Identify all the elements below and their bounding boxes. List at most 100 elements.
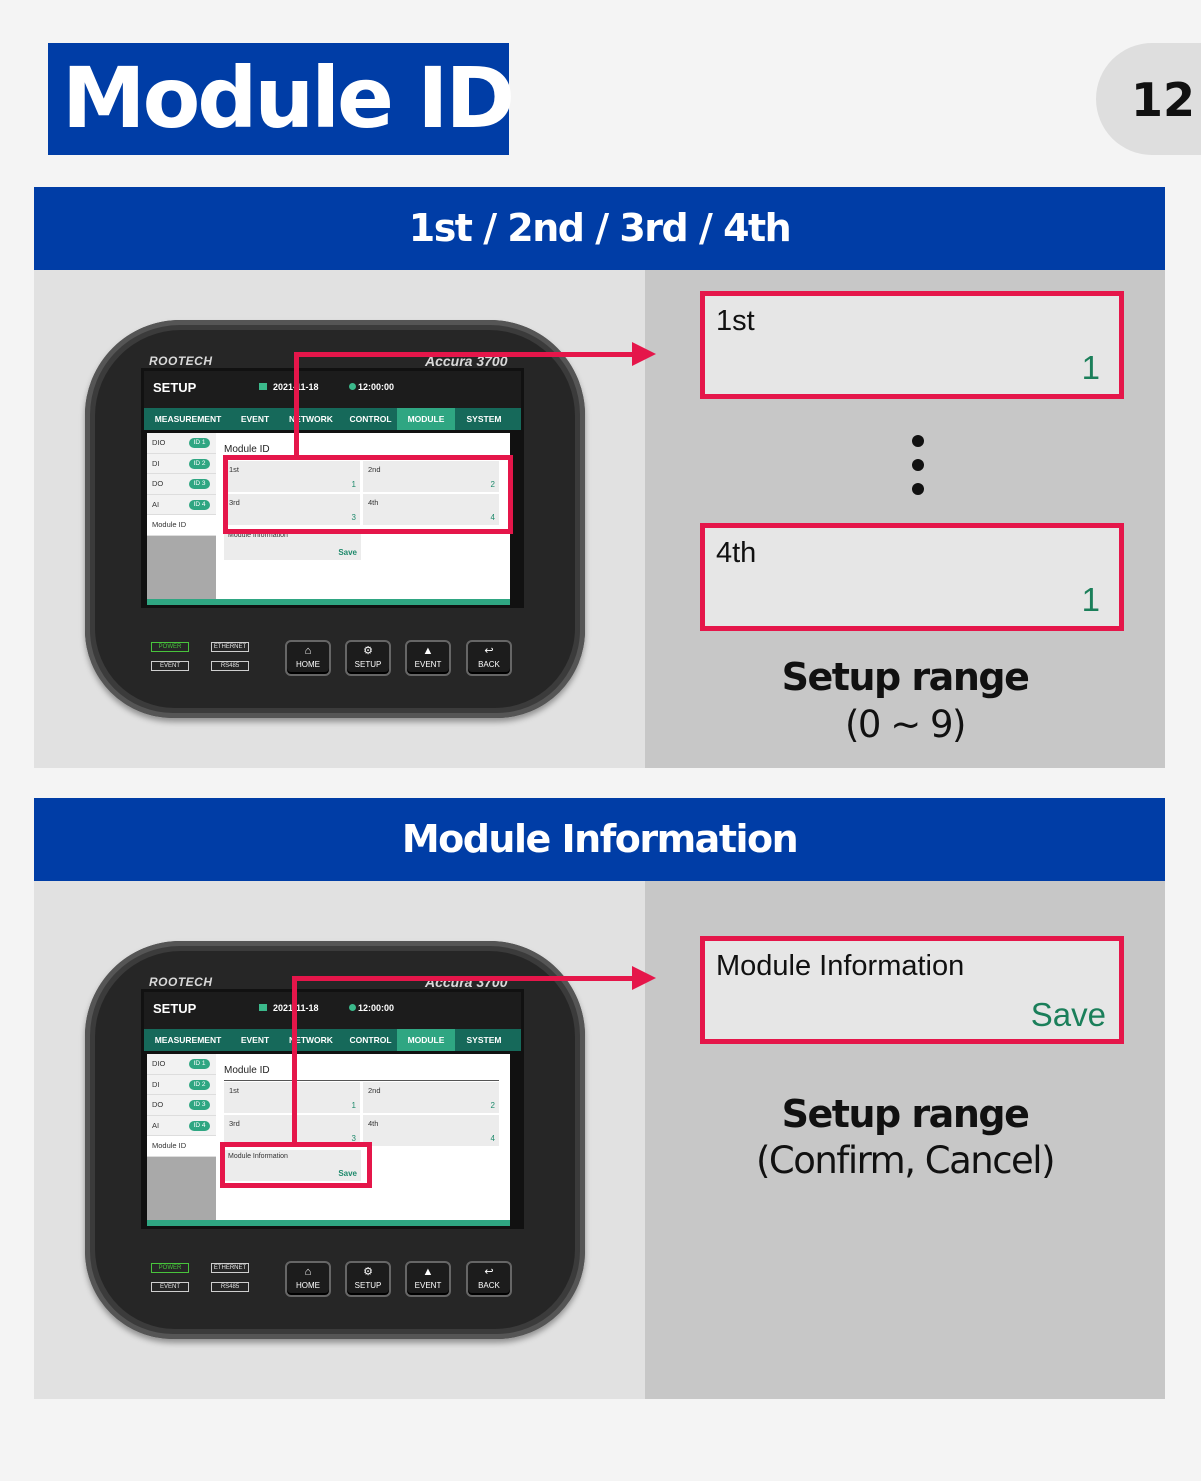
sidebar-item-label: AI xyxy=(152,499,160,509)
meter-device: ROOTECH Accura 3700 SETUP 2021-11-18 12:… xyxy=(85,941,585,1339)
sidebar-item-module-id[interactable]: Module ID xyxy=(147,515,216,536)
button-label: SETUP xyxy=(354,1281,382,1290)
button-label: EVENT xyxy=(414,1281,442,1290)
connector-line xyxy=(294,352,299,458)
button-label: EVENT xyxy=(414,660,442,669)
tab-measurement[interactable]: MEASUREMENT xyxy=(154,1035,222,1045)
sidebar-item-label: DO xyxy=(152,1100,164,1109)
tab-system[interactable]: SYSTEM xyxy=(466,1035,502,1045)
ellipsis-dot xyxy=(912,483,924,495)
screen-date: 2021-11-18 xyxy=(259,382,319,392)
cell-value: 3 xyxy=(351,513,356,522)
sidebar-item-ai[interactable]: AI ID 4 xyxy=(147,494,216,515)
module-id-highlight xyxy=(223,455,513,534)
brand-logo: ROOTECH xyxy=(149,975,213,989)
cell-label: 4th xyxy=(368,1119,379,1128)
page-number: 12 xyxy=(1131,73,1196,127)
screen-header: SETUP 2021-11-18 12:00:00 xyxy=(144,992,521,1029)
connector-line xyxy=(292,976,297,1145)
model-name: Accura 3700 xyxy=(425,353,508,369)
tab-control[interactable]: CONTROL xyxy=(349,1035,392,1045)
cell-value: 2 xyxy=(490,480,495,489)
setup-range-value: (Confirm, Cancel) xyxy=(755,1139,1056,1182)
setup-button[interactable]: ⚙SETUP xyxy=(345,640,391,676)
field-1st[interactable]: 1st 1 xyxy=(700,291,1124,399)
tab-network[interactable]: NETWORK xyxy=(289,1035,333,1045)
save-button[interactable]: Save xyxy=(338,1169,357,1178)
device-screen: SETUP 2021-11-18 12:00:00 MEASUREMENT EV… xyxy=(141,368,524,608)
ethernet-led: ETHERNET xyxy=(211,1263,249,1273)
field-value: 1 xyxy=(1081,349,1100,386)
tab-measurement[interactable]: MEASUREMENT xyxy=(154,414,222,424)
rs485-led: RS485 xyxy=(211,1282,249,1292)
back-button[interactable]: ↩BACK xyxy=(466,640,512,676)
back-button[interactable]: ↩BACK xyxy=(466,1261,512,1297)
save-button[interactable]: Save xyxy=(1030,996,1106,1033)
event-button[interactable]: ▲EVENT xyxy=(405,1261,451,1297)
cell-value: 4 xyxy=(490,513,495,522)
id-badge: ID 4 xyxy=(189,499,210,510)
save-button[interactable]: Save xyxy=(338,548,357,557)
cell-label: 3rd xyxy=(229,1119,240,1128)
sidebar-item-label: Module ID xyxy=(152,1141,187,1150)
id-badge: ID 4 xyxy=(189,1120,210,1131)
tab-event[interactable]: EVENT xyxy=(240,414,270,424)
page-title: Module ID xyxy=(62,49,515,147)
tab-control[interactable]: CONTROL xyxy=(349,414,392,424)
tab-module[interactable]: MODULE xyxy=(397,408,455,430)
setup-range-value: (0 ~ 9) xyxy=(845,703,966,746)
home-icon: ⌂ xyxy=(304,1266,312,1278)
field-4th[interactable]: 4th 1 xyxy=(700,523,1124,631)
cell-value: 1 xyxy=(351,480,356,489)
button-label: HOME xyxy=(296,1281,320,1290)
tab-network[interactable]: NETWORK xyxy=(289,414,333,424)
sidebar-item-label: Module ID xyxy=(152,520,187,529)
event-button[interactable]: ▲EVENT xyxy=(405,640,451,676)
ellipsis-dot xyxy=(912,435,924,447)
title-banner xyxy=(48,43,509,155)
home-button[interactable]: ⌂HOME xyxy=(285,640,331,676)
module-id-heading: Module ID xyxy=(224,1065,270,1076)
screen-tabs: MEASUREMENT EVENT NETWORK CONTROL MODULE… xyxy=(144,408,521,430)
gear-icon: ⚙ xyxy=(363,1266,373,1278)
screen-date: 2021-11-18 xyxy=(259,1003,319,1013)
home-button[interactable]: ⌂ HOME xyxy=(285,1261,331,1297)
sidebar-item-label: DO xyxy=(152,479,164,488)
button-label: BACK xyxy=(478,660,500,669)
setup-range-title: Setup range xyxy=(781,655,1030,699)
sidebar-item-label: DI xyxy=(152,1079,160,1089)
sidebar-item-do[interactable]: DO ID 3 xyxy=(147,1095,216,1116)
meter-device: ROOTECH Accura 3700 SETUP 2021-11-18 12:… xyxy=(85,320,585,718)
cell-label: 1st xyxy=(229,465,240,474)
module-id-1st[interactable]: 1st 1 xyxy=(224,461,360,492)
id-badge: ID 3 xyxy=(189,1100,210,1110)
setup-button[interactable]: ⚙ SETUP xyxy=(345,1261,391,1297)
tab-module[interactable]: MODULE xyxy=(397,1029,455,1051)
connector-line xyxy=(292,976,634,981)
sidebar-item-module-id[interactable]: Module ID xyxy=(147,1136,216,1157)
id-badge: ID 1 xyxy=(189,438,210,448)
tab-event[interactable]: EVENT xyxy=(240,1035,270,1045)
back-arrow-icon: ↩ xyxy=(484,1266,494,1278)
field-value: 1 xyxy=(1081,581,1100,618)
field-module-information[interactable]: Module Information Save xyxy=(700,936,1124,1044)
brand-logo: ROOTECH xyxy=(149,354,213,368)
screen-time: 12:00:00 xyxy=(349,1003,394,1013)
tab-system[interactable]: SYSTEM xyxy=(466,414,502,424)
info-label: Module Information xyxy=(228,1153,288,1160)
